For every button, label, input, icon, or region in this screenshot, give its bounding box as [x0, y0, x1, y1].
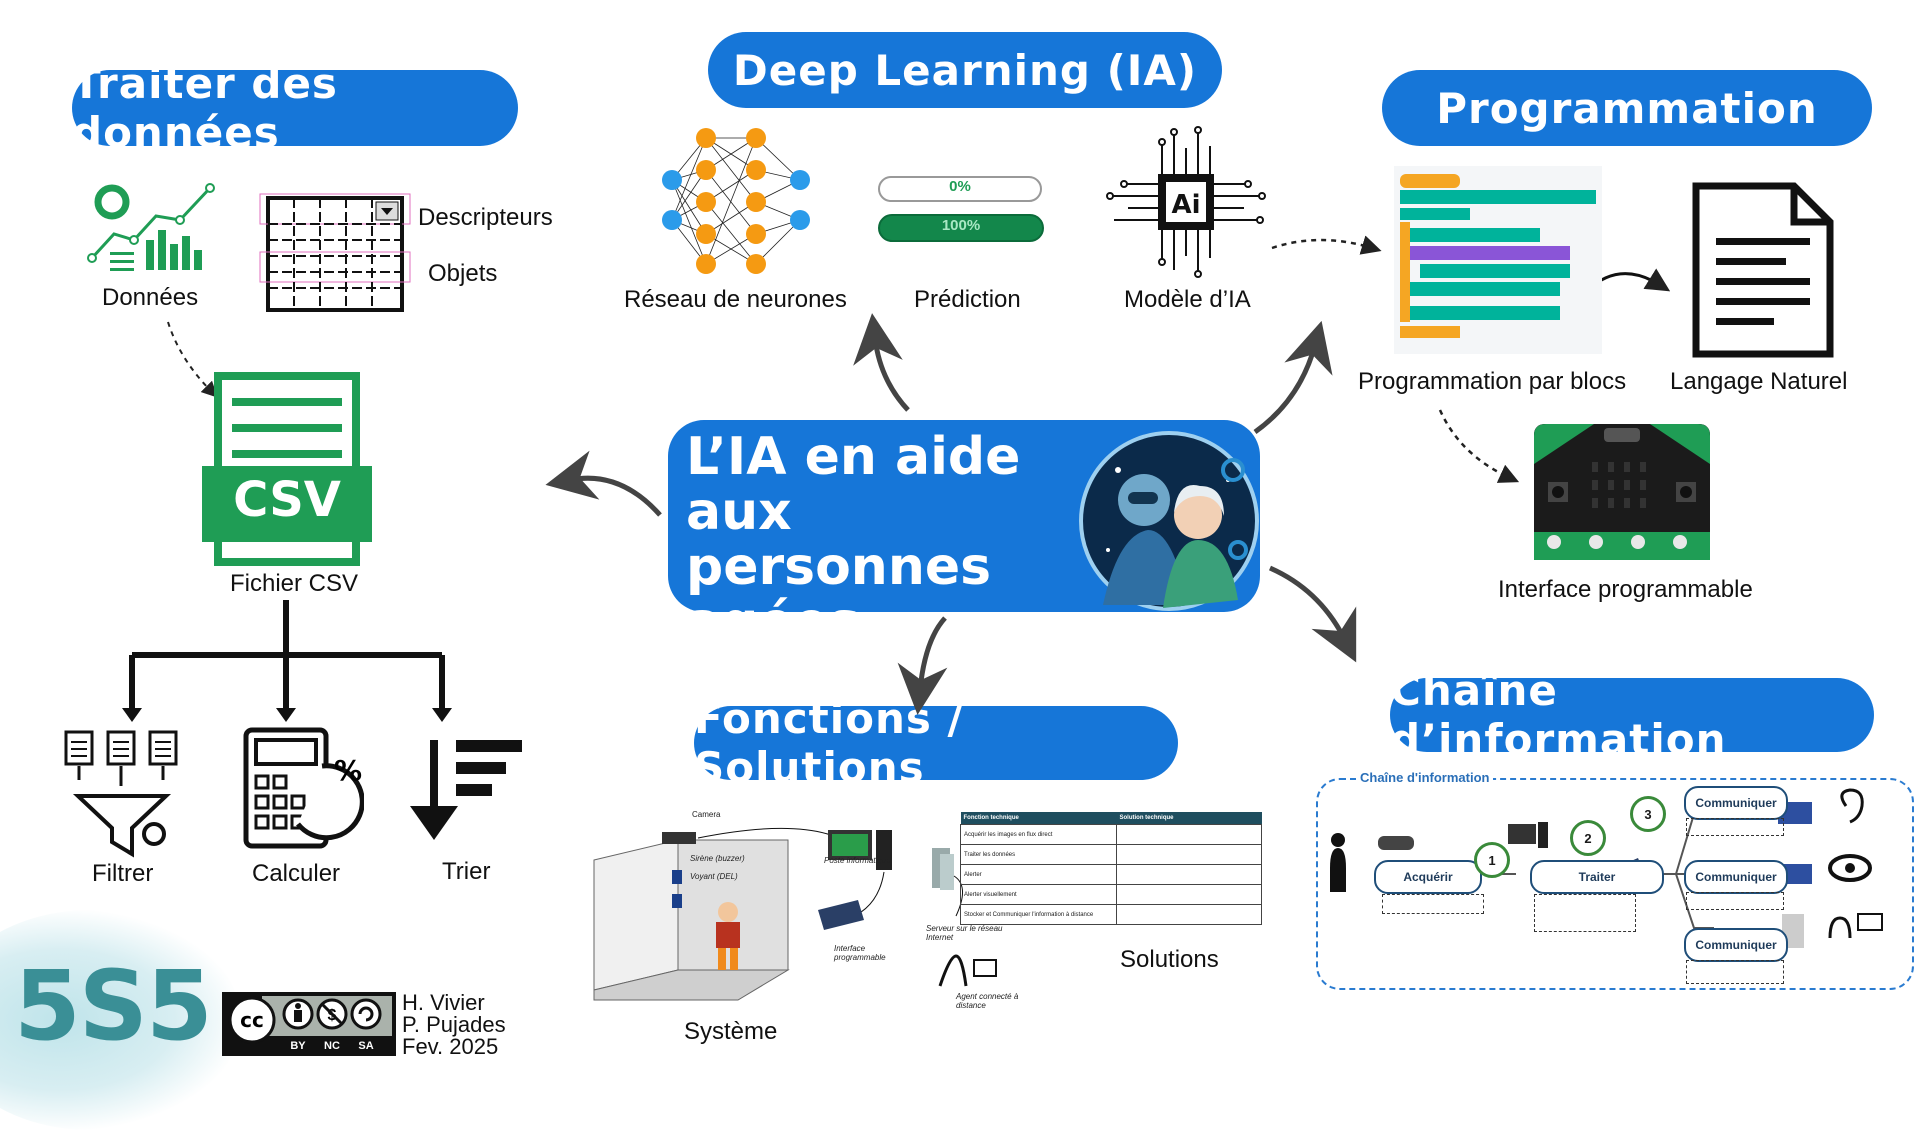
- system-room-illustration: [593, 827, 892, 1001]
- prediction-bar-full-text: 100%: [941, 217, 981, 234]
- solutions-table-header-2: Solution technique: [1116, 812, 1262, 825]
- sirene-caption: Sirène (buzzer): [690, 854, 745, 863]
- sort-icon: [410, 740, 522, 840]
- step-3-badge: 3: [1630, 796, 1666, 832]
- chaine-diagram-title: Chaîne d'information: [1356, 770, 1494, 785]
- cc-license-badge: cc $: [222, 992, 396, 1056]
- poste-caption: Poste informatique: [824, 856, 891, 865]
- connector-arrows: [122, 235, 1671, 722]
- section-programmation-pill: Programmation: [1382, 70, 1872, 146]
- prediction-label: Prédiction: [914, 286, 1021, 313]
- trier-label: Trier: [442, 858, 491, 885]
- traiter-box: Traiter: [1530, 860, 1664, 894]
- data-analytics-icon: [87, 183, 215, 271]
- block-programming-image: [1394, 166, 1602, 354]
- svg-text:cc: cc: [240, 1008, 264, 1032]
- modele-label: Modèle d’IA: [1124, 286, 1251, 313]
- filter-icon: [64, 730, 178, 858]
- calculator-icon: %: [243, 727, 364, 849]
- author-1: H. Vivier: [402, 990, 485, 1015]
- programmation-blocs-label: Programmation par blocs: [1358, 368, 1627, 395]
- solutions-table-header-1: Fonction technique: [960, 812, 1117, 825]
- serveur-caption: Serveur sur le réseau Internet: [926, 924, 1003, 942]
- table-row: Stocker et Communiquer l'information à d…: [960, 904, 1117, 925]
- communiquer-placeholder-2: [1686, 892, 1784, 910]
- voyant-caption: Voyant (DEL): [690, 872, 738, 881]
- central-title-line3: agées: [686, 592, 860, 652]
- reseau-label: Réseau de neurones: [624, 286, 847, 313]
- ai-chip-text: Ai: [1171, 190, 1201, 220]
- camera-caption: Camera: [692, 810, 721, 819]
- robot-elder-illustration: [1079, 431, 1259, 611]
- step-2-badge: 2: [1570, 820, 1606, 856]
- communiquer-box-2: Communiquer: [1684, 860, 1788, 894]
- ai-chip-icon: [1106, 126, 1266, 278]
- agent-caption: Agent connecté à distance: [956, 992, 1019, 1010]
- systeme-label: Système: [684, 1018, 778, 1045]
- prediction-bar-full: [878, 214, 1044, 242]
- central-title-line2: aux personnes: [686, 482, 992, 597]
- license-sa: SA: [358, 1040, 374, 1052]
- table-row: Acquérir les images en flux direct: [960, 824, 1117, 845]
- interface-programmable-label: Interface programmable: [1498, 576, 1753, 603]
- svg-text:%: %: [334, 754, 362, 787]
- descripteurs-label: Descripteurs: [418, 204, 553, 231]
- chaine-diagram-frame: [1316, 778, 1914, 990]
- prediction-bar-empty: [878, 176, 1042, 202]
- communiquer-placeholder-1: [1686, 818, 1784, 836]
- fichier-csv-label: Fichier CSV: [230, 570, 359, 597]
- neural-network-icon: [662, 128, 810, 274]
- filtrer-label: Filtrer: [92, 860, 154, 887]
- server-and-agent-illustration: [932, 848, 997, 987]
- license-nc: NC: [324, 1040, 340, 1052]
- donnees-label: Données: [102, 284, 199, 311]
- solutions-table: Fonction technique Solution technique Ac…: [960, 812, 1262, 925]
- step-1-badge: 1: [1474, 842, 1510, 878]
- central-topic-title: L’IA en aide aux personnes agées: [686, 430, 1106, 650]
- author-2: P. Pujades: [402, 1012, 506, 1037]
- central-title-line1: L’IA en aide: [686, 427, 1021, 487]
- calculer-label: Calculer: [252, 860, 341, 887]
- table-row: Alerter visuellement: [960, 884, 1117, 905]
- csv-file-icon: [202, 372, 372, 566]
- langage-naturel-label: Langage Naturel: [1670, 368, 1848, 395]
- csv-icon-text: CSV: [233, 472, 341, 528]
- date-label: Fev. 2025: [402, 1034, 499, 1059]
- license-by: BY: [290, 1040, 306, 1052]
- communiquer-box-1: Communiquer: [1684, 786, 1788, 820]
- microbit-board-icon: [1534, 424, 1710, 560]
- prediction-bar-empty-text: 0%: [949, 178, 971, 195]
- interface-caption: Interface programmable: [834, 944, 886, 962]
- traiter-placeholder: [1534, 894, 1636, 932]
- table-row: Alerter: [960, 864, 1117, 885]
- document-icon: [1692, 182, 1834, 358]
- objets-label: Objets: [428, 260, 498, 287]
- section-deep-pill: Deep Learning (IA): [708, 32, 1222, 108]
- logo-5s5: 5S5: [14, 950, 213, 1062]
- table-row: Traiter les données: [960, 844, 1117, 865]
- acquerir-box: Acquérir: [1374, 860, 1482, 894]
- acquerir-placeholder: [1382, 894, 1484, 914]
- communiquer-placeholder-3: [1686, 960, 1784, 984]
- communiquer-box-3: Communiquer: [1684, 928, 1788, 962]
- spreadsheet-icon: [259, 193, 411, 312]
- solutions-label: Solutions: [1120, 946, 1219, 973]
